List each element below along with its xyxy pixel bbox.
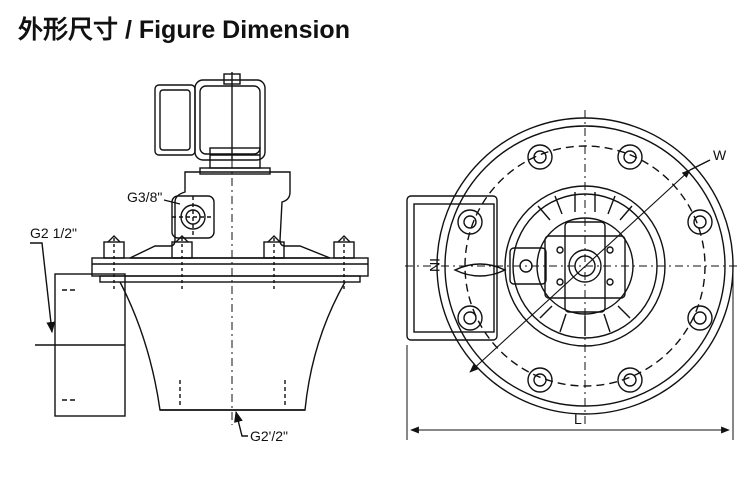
outlet-size-label: G2'/2"	[250, 428, 288, 444]
inlet-pipe	[35, 273, 126, 417]
inlet-size-label: G2 1/2"	[30, 225, 77, 241]
page-title: 外形尺寸 / Figure Dimension	[18, 16, 350, 44]
l-dimension-label: L	[574, 411, 582, 427]
pilot-port	[171, 195, 215, 239]
valve-neck	[199, 147, 271, 175]
inlet-box	[406, 195, 498, 341]
pilot-port-label: G3/8"	[127, 189, 162, 205]
valve-body	[129, 171, 331, 259]
flange	[91, 257, 369, 283]
w-dimension-label: W	[713, 147, 727, 163]
in-label: IN	[427, 258, 443, 272]
top-view	[405, 110, 740, 440]
side-view	[30, 72, 369, 437]
flange-bolts	[103, 235, 355, 290]
solenoid-coil	[154, 72, 266, 161]
